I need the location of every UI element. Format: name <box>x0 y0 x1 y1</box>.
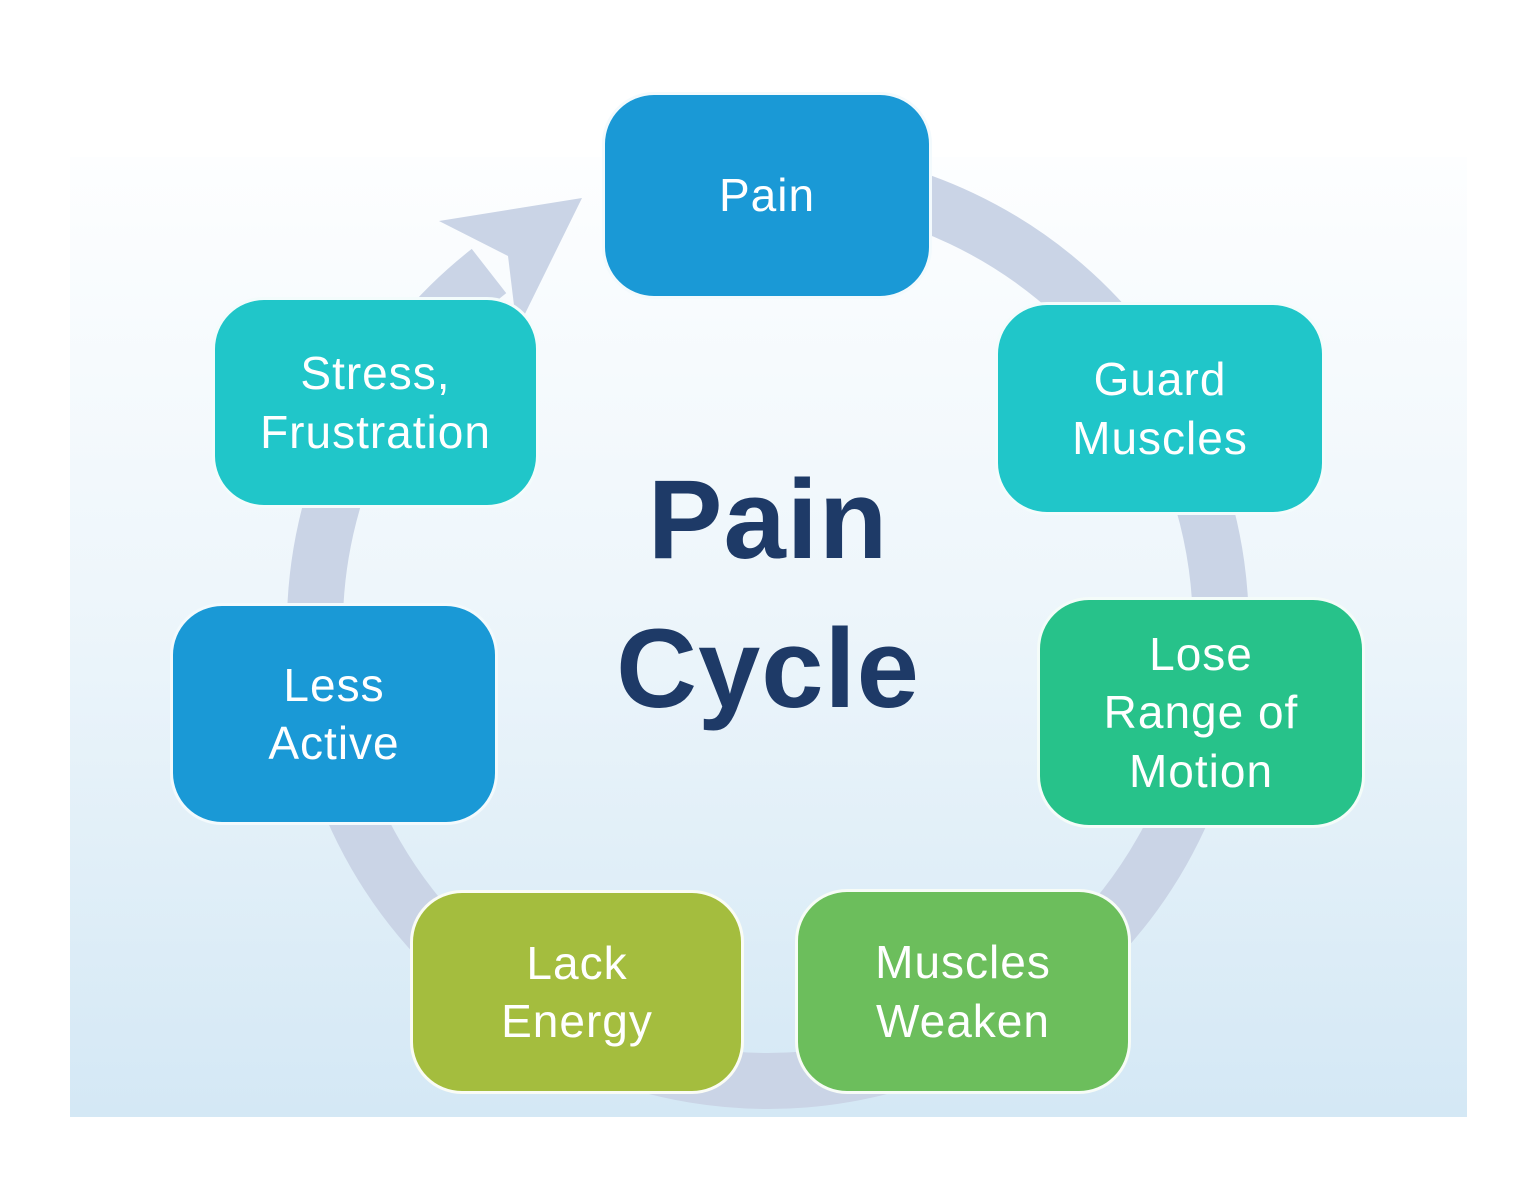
node-less-active: Less Active <box>170 603 498 825</box>
node-stress-frustration-label: Stress, Frustration <box>260 347 491 458</box>
node-lose-range-of-motion: Lose Range of Motion <box>1037 597 1365 828</box>
node-guard-muscles-label: Guard Muscles <box>1072 353 1248 464</box>
node-guard-muscles: Guard Muscles <box>995 302 1325 515</box>
node-pain: Pain <box>602 92 932 299</box>
cycle-arrowhead-icon <box>439 198 582 330</box>
node-less-active-label: Less Active <box>268 658 400 769</box>
node-pain-label: Pain <box>718 169 816 222</box>
node-lose-range-of-motion-label: Lose Range of Motion <box>1103 627 1299 797</box>
node-muscles-weaken-label: Muscles Weaken <box>875 936 1051 1047</box>
node-lack-energy-label: Lack Energy <box>501 936 653 1047</box>
node-muscles-weaken: Muscles Weaken <box>795 889 1131 1094</box>
diagram-title: Pain Cycle <box>616 457 920 731</box>
node-stress-frustration: Stress, Frustration <box>212 297 539 508</box>
node-lack-energy: Lack Energy <box>410 890 744 1094</box>
